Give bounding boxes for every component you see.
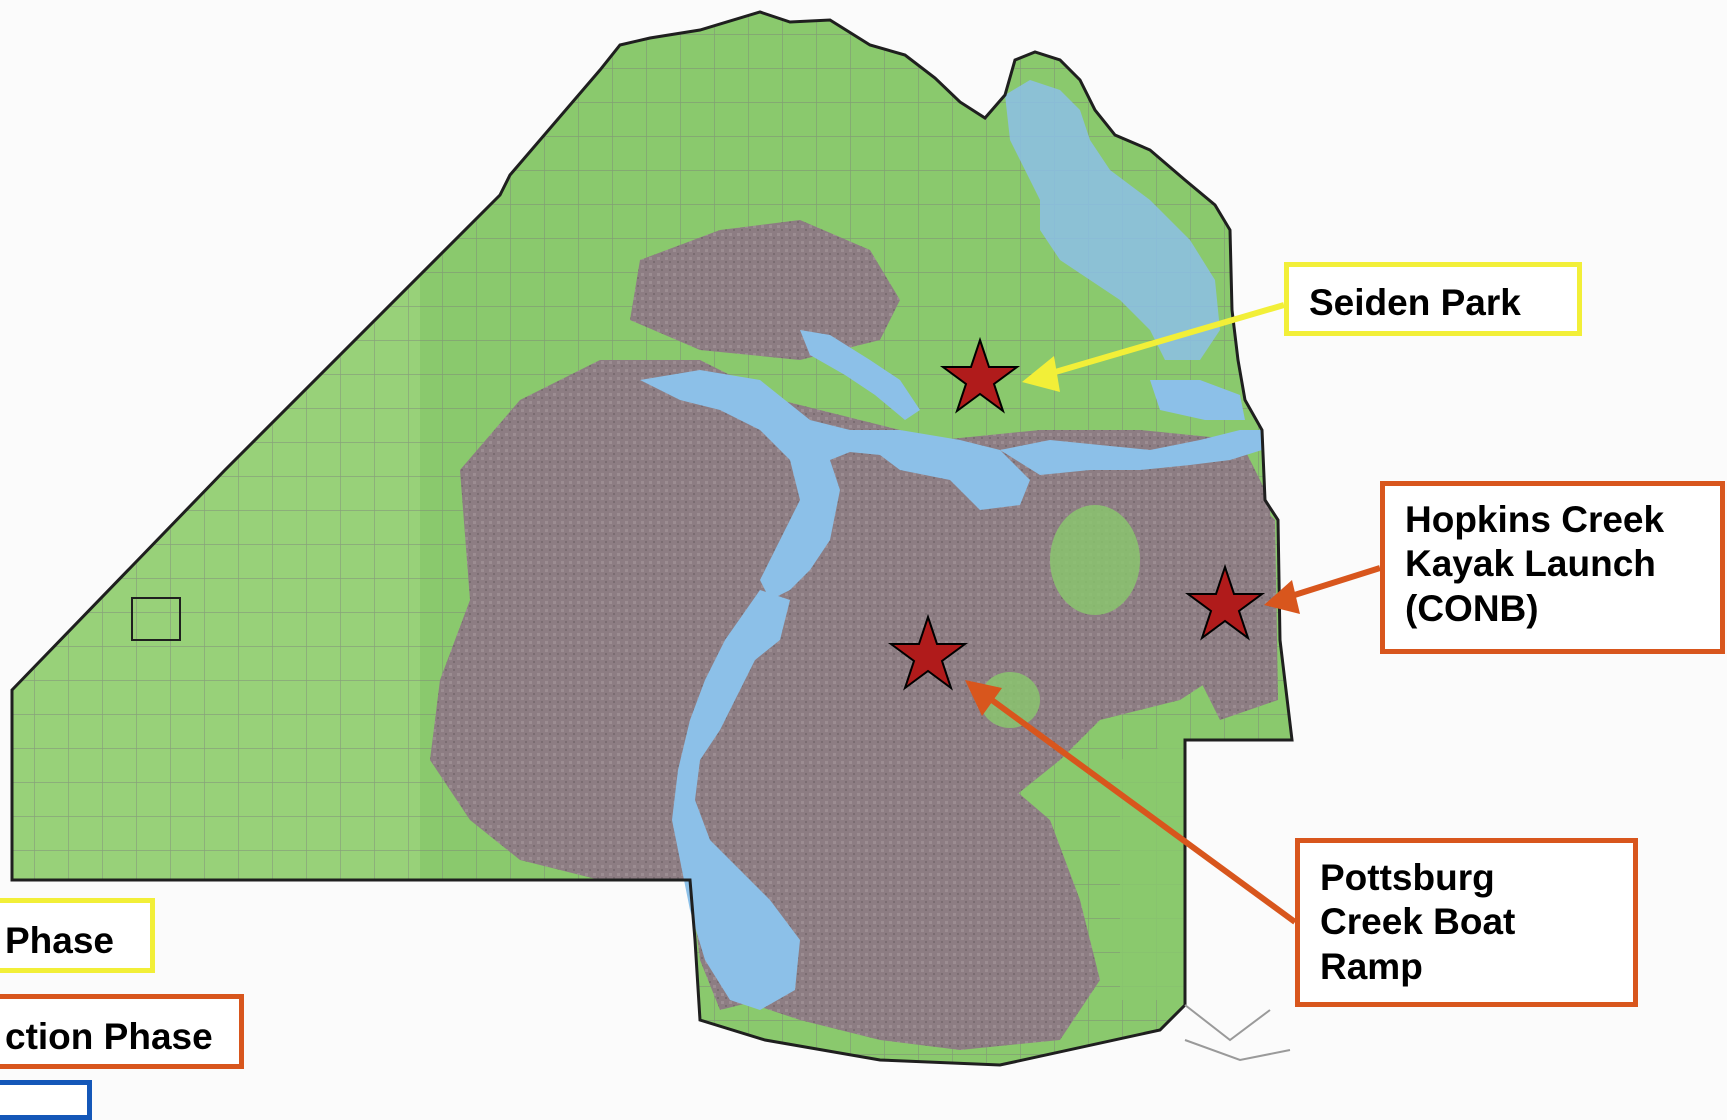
legend-blue-box xyxy=(0,1080,92,1120)
hopkins-arrow xyxy=(1264,565,1381,614)
pottsburg-arrow xyxy=(965,680,1297,925)
seiden-arrow xyxy=(1022,302,1285,392)
park-area xyxy=(1050,505,1140,615)
legend-orange-box: ction Phase xyxy=(0,994,244,1069)
callout-line: Seiden Park xyxy=(1309,282,1521,323)
urban-west xyxy=(560,520,690,680)
st-johns-river-north xyxy=(640,370,1030,600)
st-johns-river-main xyxy=(672,590,800,1010)
park-area xyxy=(1120,740,1185,1000)
callout-line: Kayak Launch xyxy=(1405,543,1656,585)
callout-line: (CONB) xyxy=(1405,587,1539,629)
creek xyxy=(1150,380,1245,420)
park-area xyxy=(980,672,1040,728)
green-pockets xyxy=(980,505,1185,1000)
hopkins-creek-star-icon[interactable] xyxy=(1184,563,1266,641)
urban-north xyxy=(630,220,900,360)
legend-label: ction Phase xyxy=(5,1016,213,1057)
callout-line: Hopkins Creek xyxy=(1405,499,1665,540)
seiden-park-callout: Seiden Park xyxy=(1284,262,1582,336)
pottsburg-creek-callout: Pottsburg Creek Boat Ramp xyxy=(1295,838,1638,1007)
hopkins-creek-callout: Hopkins Creek Kayak Launch (CONB) xyxy=(1380,481,1725,654)
markers xyxy=(887,336,1266,691)
northern-marsh xyxy=(1005,80,1220,360)
urban-south xyxy=(720,720,1100,1050)
callout-line: Pottsburg xyxy=(1320,857,1495,898)
legend-label: Phase xyxy=(5,920,115,961)
urban-areas xyxy=(430,220,1278,1050)
callout-line: Ramp xyxy=(1320,945,1423,987)
creek xyxy=(800,330,920,420)
seiden-park-star-icon[interactable] xyxy=(939,336,1021,414)
legend-yellow-box: Phase xyxy=(0,898,155,973)
pottsburg-creek-star-icon[interactable] xyxy=(887,613,969,691)
county-map xyxy=(10,10,1381,1067)
outside-roads xyxy=(1184,1004,1291,1062)
county-boundary xyxy=(10,10,1294,1067)
callout-arrows xyxy=(965,302,1381,925)
town-outline xyxy=(131,597,181,641)
callout-line: Creek Boat xyxy=(1320,901,1516,943)
st-johns-river-east xyxy=(1000,430,1262,475)
water-bodies xyxy=(640,80,1262,1010)
